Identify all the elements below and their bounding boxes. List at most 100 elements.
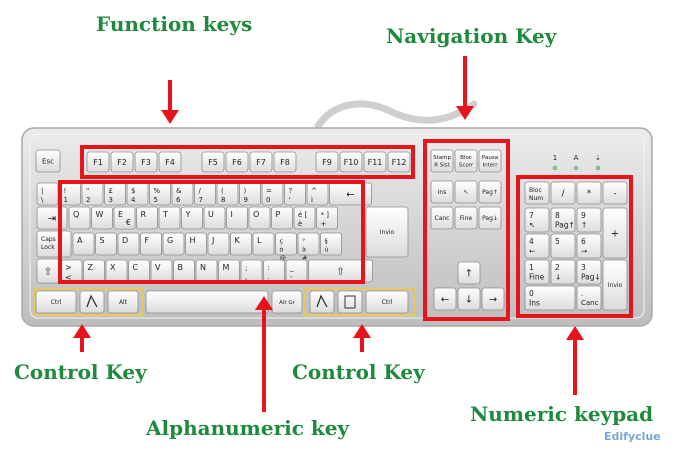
- key-arrow-right[interactable]: →: [481, 287, 505, 311]
- key-numpad-dot[interactable]: .Canc: [576, 285, 602, 311]
- key-z[interactable]: Z: [83, 259, 105, 283]
- key-numpad-7[interactable]: 7↖: [524, 207, 550, 233]
- key-a[interactable]: A: [72, 232, 95, 256]
- key-row3-extra[interactable]: °à#: [297, 232, 320, 262]
- key-row1-6[interactable]: &6: [171, 182, 194, 206]
- key-numpad-9[interactable]: 9↑: [576, 207, 602, 233]
- key-nav-fine[interactable]: Fine: [454, 206, 478, 230]
- key-x[interactable]: X: [105, 259, 128, 283]
- key-m[interactable]: M: [218, 259, 240, 283]
- key-f3[interactable]: F3: [134, 151, 158, 173]
- key-q[interactable]: Q: [68, 206, 91, 230]
- key-b[interactable]: B: [173, 259, 195, 283]
- key-o[interactable]: O: [248, 206, 271, 230]
- key-row3-extra[interactable]: §ù: [320, 232, 342, 256]
- key-p[interactable]: P: [271, 206, 293, 230]
- key-arrow-up[interactable]: ↑: [457, 261, 481, 285]
- key-numpad-2[interactable]: 2↓: [550, 259, 576, 285]
- key-c[interactable]: C: [128, 259, 150, 283]
- key-numpad-symbol[interactable]: /: [550, 181, 576, 205]
- key-j[interactable]: J: [207, 232, 230, 256]
- key-f8[interactable]: F8: [273, 151, 297, 173]
- key-f11[interactable]: F11: [363, 151, 387, 173]
- key-row1-9[interactable]: )9: [239, 182, 261, 206]
- key-f1[interactable]: F1: [86, 151, 110, 173]
- key-numpad-5[interactable]: 5: [550, 233, 576, 259]
- key-numpad-symbol[interactable]: *: [576, 181, 602, 205]
- key-row1-symbol[interactable]: ^ì: [306, 182, 329, 206]
- key-nav-ins[interactable]: Ins: [430, 180, 454, 204]
- key-enter[interactable]: Invio: [365, 206, 409, 258]
- key-n[interactable]: N: [195, 259, 218, 283]
- key-row2-extra[interactable]: * ]+: [316, 206, 338, 230]
- key-menu[interactable]: [337, 290, 363, 314]
- key-v[interactable]: V: [150, 259, 173, 283]
- key-row1-symbol[interactable]: |\: [36, 182, 59, 206]
- key-ctrl-left[interactable]: Ctrl: [35, 290, 77, 314]
- key-f[interactable]: F: [140, 232, 162, 256]
- key-y[interactable]: Y: [181, 206, 203, 230]
- key-f5[interactable]: F5: [201, 151, 225, 173]
- key-nav-pag[interactable]: Pag↑: [478, 180, 502, 204]
- key-row1-symbol[interactable]: ?': [284, 182, 306, 206]
- key-esc[interactable]: Esc: [35, 149, 61, 173]
- key-h[interactable]: H: [185, 232, 207, 256]
- key-arrow-down[interactable]: ↓: [457, 287, 481, 311]
- key-r[interactable]: R: [136, 206, 158, 230]
- key-numpad-symbol[interactable]: -: [602, 181, 628, 205]
- key-space[interactable]: [145, 290, 269, 314]
- key-row2-extra[interactable]: é [è: [293, 206, 316, 230]
- key-f4[interactable]: F4: [158, 151, 182, 173]
- key-row1-3[interactable]: £3: [104, 182, 126, 206]
- key-u[interactable]: U: [203, 206, 226, 230]
- key-ctrl-right[interactable]: Ctrl: [365, 290, 409, 314]
- key-nav-pag[interactable]: Pag↓: [478, 206, 502, 230]
- key-windows-left[interactable]: [79, 290, 105, 314]
- key-row4-punct[interactable]: :.: [263, 259, 285, 283]
- key-f7[interactable]: F7: [249, 151, 273, 173]
- key-w[interactable]: W: [91, 206, 113, 230]
- key-row3-extra[interactable]: çò@: [275, 232, 297, 262]
- key-numpad-6[interactable]: 6→: [576, 233, 602, 259]
- key-s[interactable]: S: [95, 232, 117, 256]
- key-numpad-4[interactable]: 4←: [524, 233, 550, 259]
- key-windows-right[interactable]: [309, 290, 335, 314]
- key-row1-1[interactable]: !1: [59, 182, 81, 206]
- key-f12[interactable]: F12: [387, 151, 411, 173]
- key-e[interactable]: E€: [113, 206, 136, 230]
- key-f9[interactable]: F9: [315, 151, 339, 173]
- key-row1-5[interactable]: %5: [149, 182, 171, 206]
- key-f10[interactable]: F10: [339, 151, 363, 173]
- key-t[interactable]: T: [158, 206, 181, 230]
- key-nav-canc[interactable]: Canc: [430, 206, 454, 230]
- key-tab[interactable]: ⇥: [36, 206, 68, 230]
- key-row1-4[interactable]: $4: [126, 182, 149, 206]
- key-row1-8[interactable]: (8: [216, 182, 239, 206]
- key-g[interactable]: G: [162, 232, 185, 256]
- key-f2[interactable]: F2: [110, 151, 134, 173]
- key-numpad-enter[interactable]: Invio: [602, 259, 628, 311]
- key-i[interactable]: I: [226, 206, 248, 230]
- key-row1-2[interactable]: "2: [81, 182, 104, 206]
- key-numpad-plus[interactable]: +: [602, 207, 628, 259]
- key-f6[interactable]: F6: [225, 151, 249, 173]
- key-l[interactable]: L: [252, 232, 275, 256]
- key-row4-punct[interactable]: ;,: [240, 259, 263, 283]
- key-row1-0[interactable]: =0: [261, 182, 284, 206]
- key-symbol[interactable]: ><: [60, 259, 83, 283]
- key-alt-gr[interactable]: Alt Gr: [271, 290, 303, 314]
- key-backspace[interactable]: ←: [329, 182, 372, 206]
- key-row4-punct[interactable]: _-: [285, 259, 308, 283]
- key-nav-symbol[interactable]: ↖: [454, 180, 478, 204]
- key-arrow-left[interactable]: ←: [433, 287, 457, 311]
- key-row1-7[interactable]: /7: [194, 182, 216, 206]
